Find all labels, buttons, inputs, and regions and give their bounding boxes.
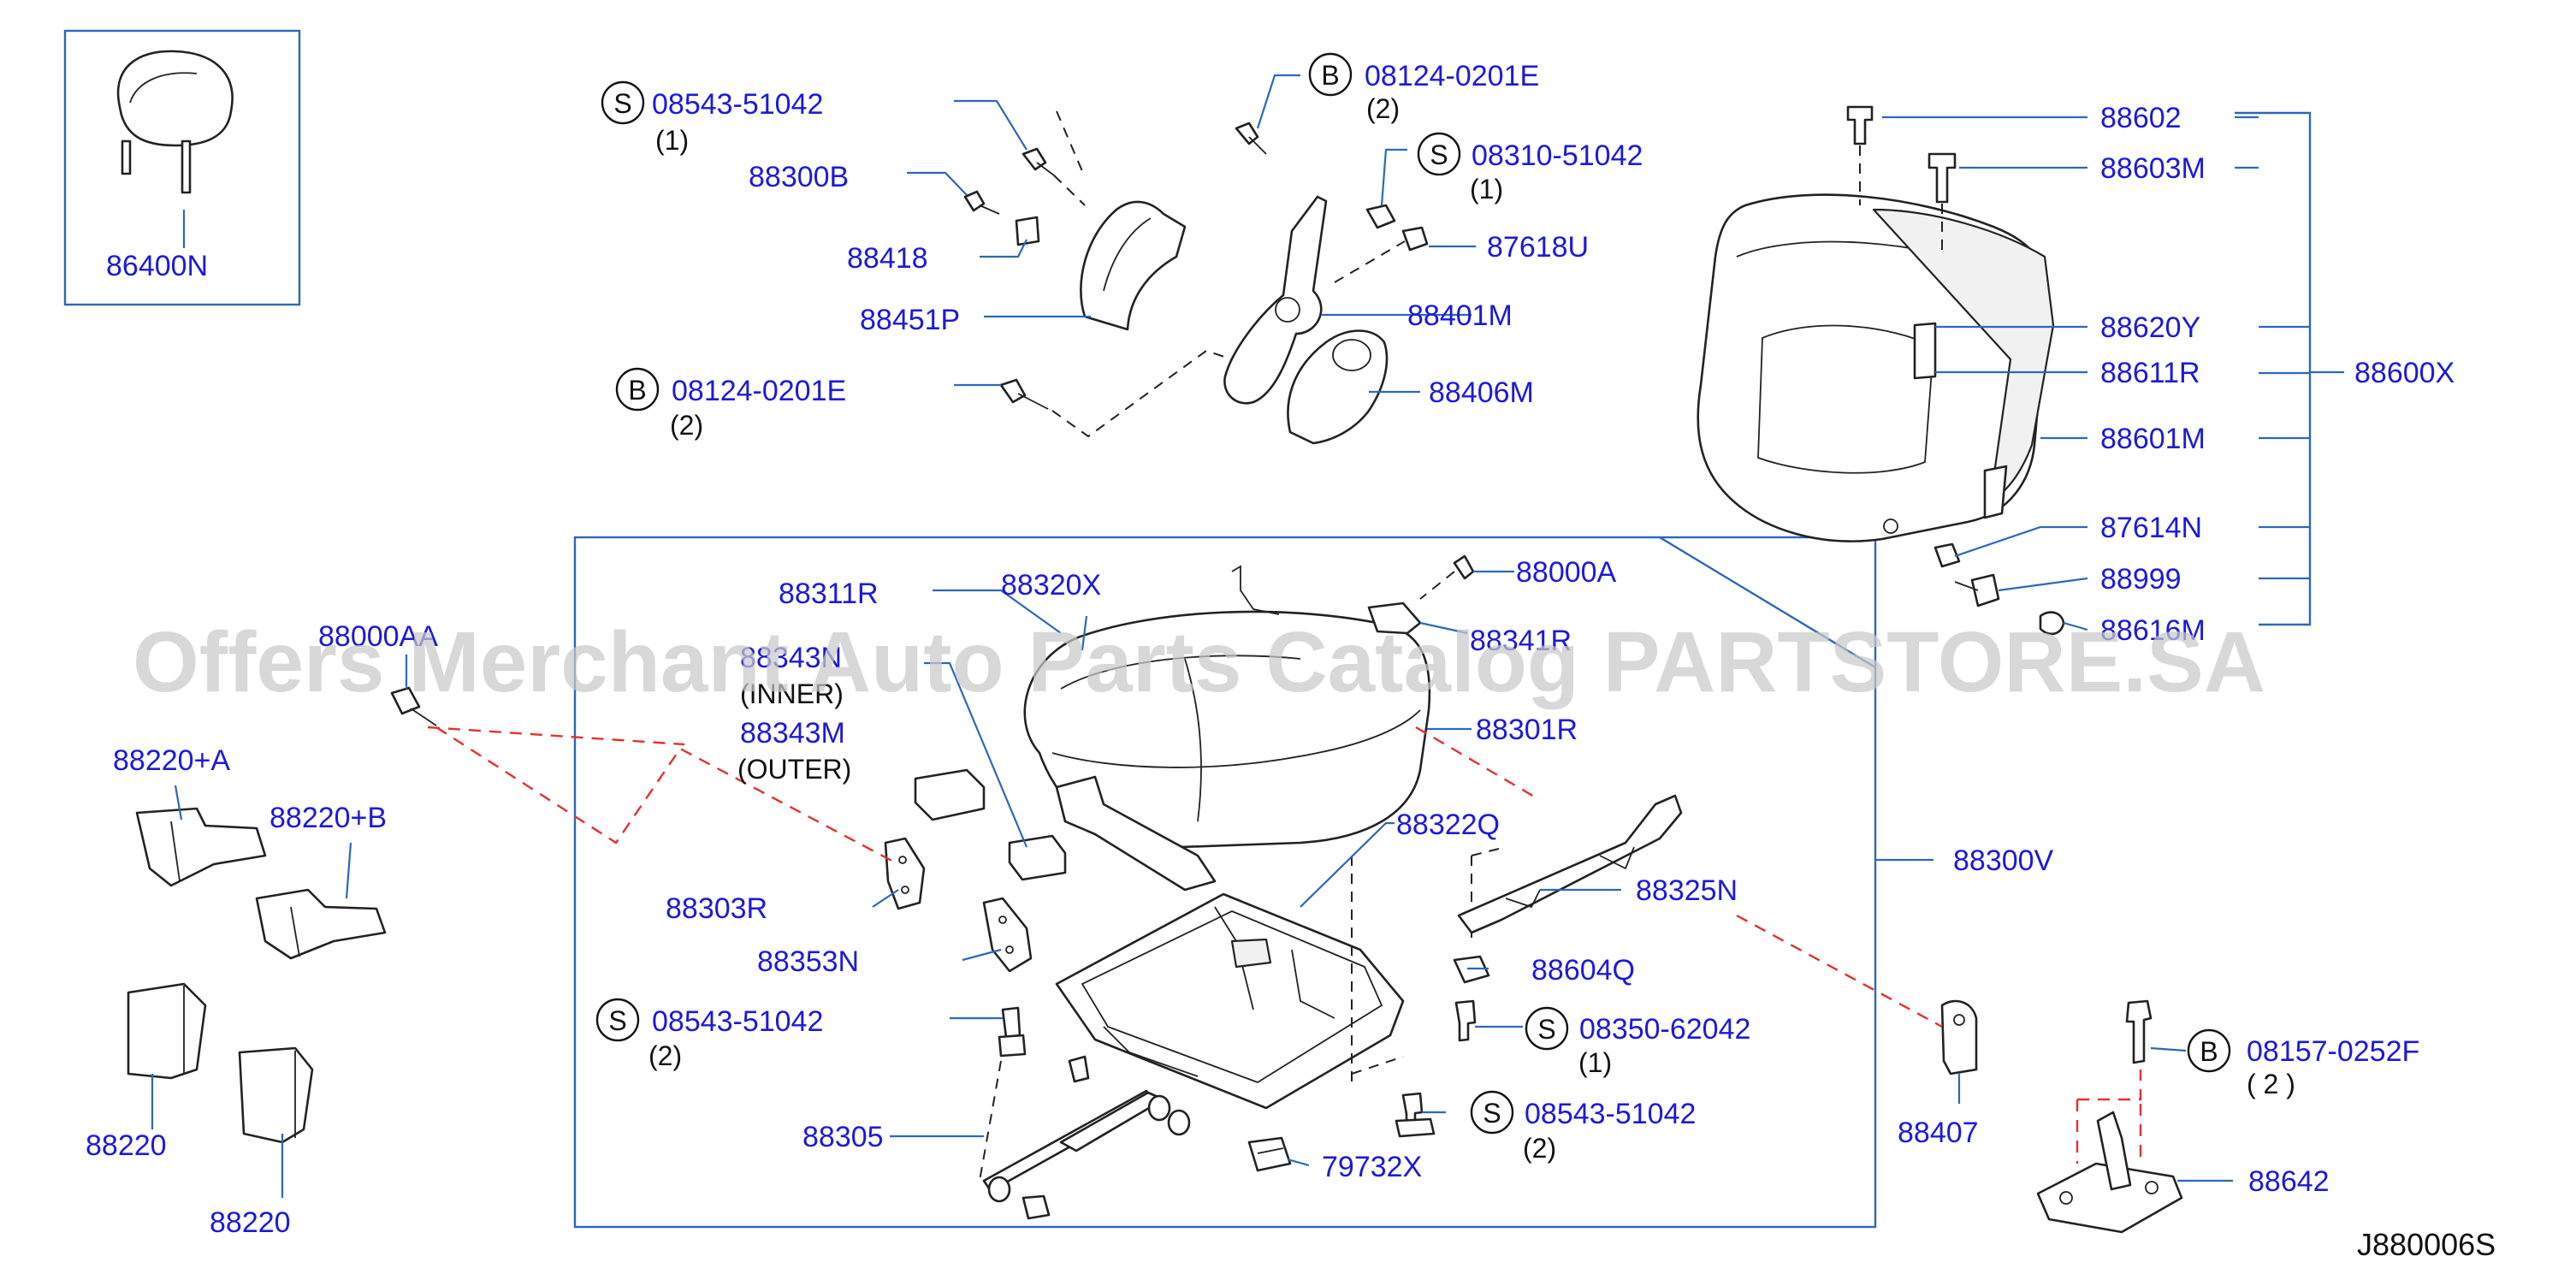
callout-08543-51042-bottom: 08543-51042 — [1525, 1098, 1696, 1130]
callout-08543-51042-left: 08543-51042 — [652, 1005, 823, 1038]
qty-2-striker: ( 2 ) — [2247, 1069, 2295, 1099]
badge-s: S — [613, 88, 631, 119]
guide-line-left-2 — [435, 726, 899, 866]
callout-08124-0201E-top: 08124-0201E — [1365, 60, 1539, 92]
callout-88320X: 88320X — [1001, 569, 1101, 601]
badge-s-left: S — [608, 1005, 626, 1036]
badge-b: B — [628, 375, 646, 406]
plate-88407-illustration — [1940, 999, 1978, 1075]
seat-cushion-illustration — [1023, 554, 1475, 892]
qty-2: (2) — [670, 410, 703, 441]
seat-frame-illustration — [1055, 892, 1405, 1110]
callout-88220B: 88220+B — [269, 802, 387, 834]
callout-88401M: 88401M — [1407, 299, 1513, 332]
callout-08350-62042: 08350-62042 — [1579, 1013, 1750, 1046]
callout-88300V: 88300V — [1953, 844, 2054, 877]
diagram-id-code: J880006S — [2357, 1227, 2496, 1262]
callout-88418: 88418 — [847, 242, 928, 275]
callout-88343M: 88343M — [740, 717, 845, 750]
callout-88616M: 88616M — [2100, 614, 2206, 647]
striker-88642-illustration — [2036, 999, 2183, 1234]
qty-1-top: (1) — [1470, 174, 1503, 204]
headrest-box — [63, 29, 301, 306]
callout-08310-51042: 08310-51042 — [1472, 139, 1643, 172]
callout-88305: 88305 — [802, 1121, 884, 1153]
callout-88000A: 88000A — [1516, 556, 1617, 589]
callout-88000AA: 88000AA — [318, 620, 438, 653]
badge-b-right: B — [2200, 1036, 2218, 1067]
seat-cushion-box — [573, 536, 1877, 1229]
qty-1-right: (1) — [1578, 1047, 1612, 1078]
callout-86400N: 86400N — [106, 250, 208, 282]
qty-2-top: (2) — [1366, 93, 1400, 124]
callout-88322Q: 88322Q — [1396, 809, 1500, 841]
callout-88603M: 88603M — [2100, 152, 2206, 185]
qty-1: (1) — [655, 125, 689, 156]
callout-88220A: 88220+A — [113, 744, 230, 777]
badge-b-top: B — [1321, 60, 1339, 91]
recliner-illustration — [963, 110, 1429, 445]
callout-79732X: 79732X — [1322, 1151, 1422, 1183]
callout-88604Q: 88604Q — [1531, 954, 1635, 987]
brackets-88220-illustration — [127, 686, 437, 1144]
callout-88303R: 88303R — [666, 892, 767, 925]
callout-88341R: 88341R — [1470, 625, 1572, 657]
leader-lines — [151, 74, 2310, 1198]
callout-88220-second: 88220 — [210, 1206, 291, 1239]
guide-line-buckle — [1736, 914, 1943, 1028]
guide-line-right — [1415, 726, 1541, 802]
badge-s-top: S — [1430, 139, 1448, 170]
seat-back-illustration — [1697, 105, 2065, 636]
seat-back-bracket — [2235, 111, 2312, 626]
callout-87614N: 87614N — [2100, 512, 2202, 544]
callout-88300B: 88300B — [749, 161, 849, 193]
callout-08124-0201E-bottom: 08124-0201E — [672, 375, 846, 407]
note-outer: (OUTER) — [737, 754, 851, 785]
seat-cushion-box-corner — [1659, 536, 1876, 669]
badge-s-right: S — [1537, 1014, 1555, 1045]
watermark-text: Offers Merchant Auto Parts Catalog PARTS… — [133, 614, 2265, 710]
callout-88620Y: 88620Y — [2100, 311, 2200, 344]
headrest-illustration — [116, 50, 234, 194]
belt-buckle-illustration — [1457, 794, 1683, 934]
callout-88642: 88642 — [2248, 1165, 2330, 1198]
callout-08157-0252F: 08157-0252F — [2247, 1035, 2419, 1068]
callout-88343N: 88343N — [740, 642, 842, 674]
badge-s-bottom: S — [1483, 1098, 1501, 1129]
side-pads-illustration — [914, 768, 1067, 881]
callout-88301R: 88301R — [1476, 714, 1578, 746]
guide-line-left — [427, 726, 685, 746]
callout-88601M: 88601M — [2100, 423, 2206, 455]
callout-88353N: 88353N — [757, 945, 859, 978]
callout-88611R: 88611R — [2100, 357, 2200, 389]
callout-88407: 88407 — [1898, 1117, 1979, 1149]
callout-88451P: 88451P — [860, 304, 960, 336]
callout-88600X: 88600X — [2354, 357, 2455, 389]
cushion-hardware-illustration — [979, 846, 1507, 1220]
note-inner: (INNER) — [740, 678, 844, 709]
callout-08543-51042: 08543-51042 — [652, 88, 823, 121]
callout-88999: 88999 — [2100, 563, 2182, 596]
qty-2-left: (2) — [648, 1040, 682, 1071]
callout-88220-first: 88220 — [86, 1129, 167, 1162]
callout-88406M: 88406M — [1429, 376, 1534, 409]
callout-88325N: 88325N — [1636, 874, 1738, 907]
callout-87618U: 87618U — [1487, 231, 1589, 264]
qty-2-bottom: (2) — [1523, 1133, 1556, 1164]
callout-88311R: 88311R — [779, 578, 879, 610]
callout-88602: 88602 — [2100, 102, 2182, 134]
callout-labels: 86400N S 08543-51042 (1) 88300B 88418 88… — [86, 52, 2496, 1262]
